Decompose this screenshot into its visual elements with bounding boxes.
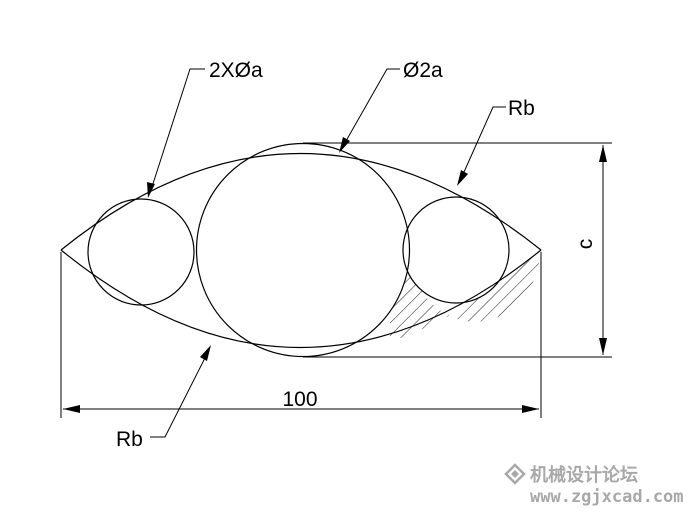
label-width: 100	[282, 388, 317, 411]
right-small-circle	[402, 196, 510, 304]
arrow-right	[522, 405, 539, 413]
arrow-down	[599, 338, 607, 355]
leader-arc-top	[459, 106, 506, 182]
label-small-holes: 2XØa	[209, 59, 263, 82]
lower-arc	[60, 249, 542, 349]
label-center-hole: Ø2a	[403, 59, 443, 82]
label-height: c	[574, 239, 597, 250]
watermark-chinese: 机械设计论坛	[530, 464, 638, 486]
leader-arrow-center-hole	[339, 137, 350, 153]
leader-arrow-arc-top	[457, 170, 468, 186]
hatched-region	[390, 250, 541, 342]
leader-arc-bottom	[150, 349, 210, 438]
upper-arc	[60, 152, 542, 251]
leader-arrow-arc-bottom	[200, 345, 211, 361]
label-arc-bottom: Rb	[116, 428, 143, 451]
label-arc-top: Rb	[508, 97, 535, 120]
leader-center-hole	[341, 68, 400, 149]
arrow-left	[63, 405, 80, 413]
arrow-up	[599, 145, 607, 162]
watermark: 机械设计论坛 www.zgjxcad.com	[504, 463, 684, 507]
leader-small-holes	[149, 68, 205, 194]
watermark-url: www.zgjxcad.com	[530, 487, 684, 507]
watermark-logo-icon	[504, 463, 526, 485]
left-small-circle	[87, 198, 195, 306]
leader-arrow-small-holes	[147, 182, 155, 198]
